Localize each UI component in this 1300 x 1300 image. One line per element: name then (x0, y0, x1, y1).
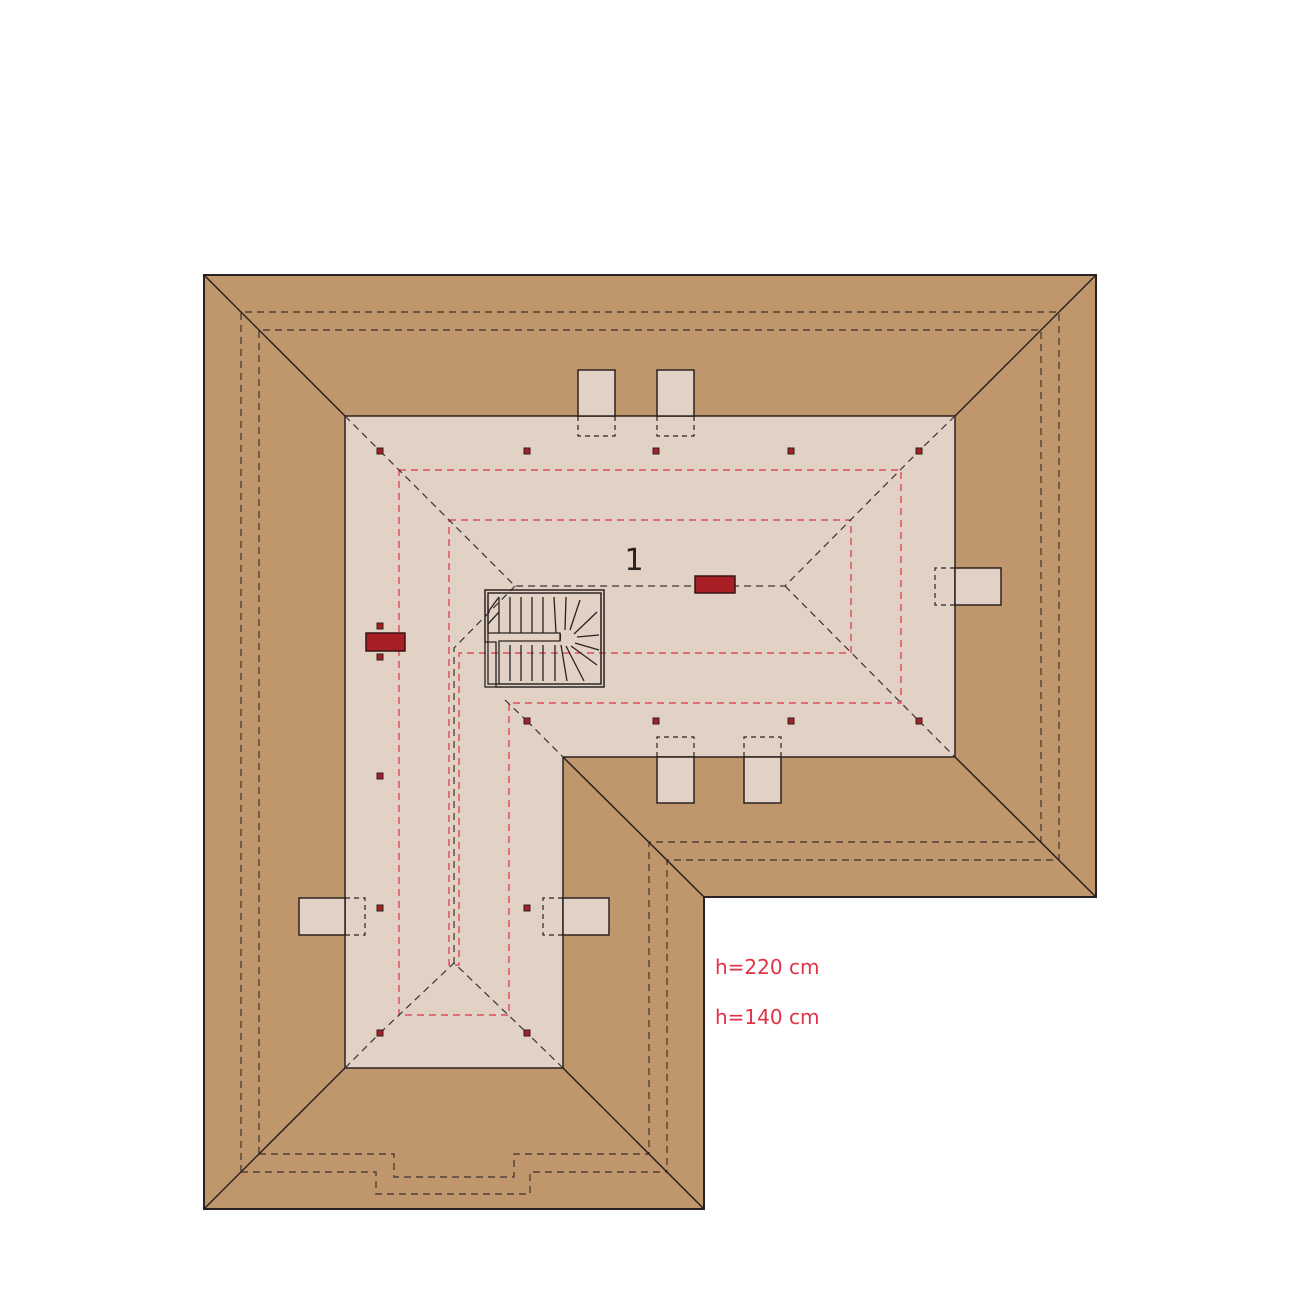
eave-dashed-line-outer (240, 311, 1060, 1172)
staircase (484, 589, 605, 688)
height-label-220: h=220 cm (715, 955, 819, 979)
valley-line (562, 756, 705, 898)
height-label-140: h=140 cm (715, 1005, 819, 1029)
hip-line-ne (954, 274, 1097, 417)
post (523, 447, 531, 455)
hip-line-nw (203, 274, 346, 417)
eave-dashed-line-inner (258, 329, 1042, 1154)
hip-line-se (954, 756, 1097, 898)
roof-window-east (954, 567, 1002, 606)
post (523, 717, 531, 725)
stair-treads-lower (509, 642, 600, 682)
hip-line-s (562, 1067, 705, 1210)
post (787, 717, 795, 725)
roof-windows (298, 369, 1002, 936)
post (787, 447, 795, 455)
post (915, 717, 923, 725)
hip-line-sw (203, 1067, 346, 1210)
roof-window-inner (562, 897, 610, 936)
post (523, 1029, 531, 1037)
post (376, 622, 384, 630)
chimney-center (694, 575, 736, 594)
roof-window-west (298, 897, 346, 936)
gutter-outline-bottom (241, 1171, 667, 1195)
roof-window-bottom-2 (743, 756, 782, 804)
room-number: 1 (624, 543, 643, 578)
post (915, 447, 923, 455)
roof-window-top-2 (656, 369, 695, 417)
roof-window-top-1 (577, 369, 616, 417)
stair-treads-upper (487, 596, 600, 638)
gutter-outline-bottom-inner (259, 1153, 649, 1178)
roof-window-bottom-1 (656, 756, 695, 804)
post (376, 772, 384, 780)
post (376, 653, 384, 661)
chimney-west (365, 632, 406, 652)
post (376, 904, 384, 912)
posts (376, 447, 923, 1037)
roof-ridge-projection (344, 415, 956, 1069)
post (376, 447, 384, 455)
post (652, 717, 660, 725)
post (523, 904, 531, 912)
post (376, 1029, 384, 1037)
post (652, 447, 660, 455)
